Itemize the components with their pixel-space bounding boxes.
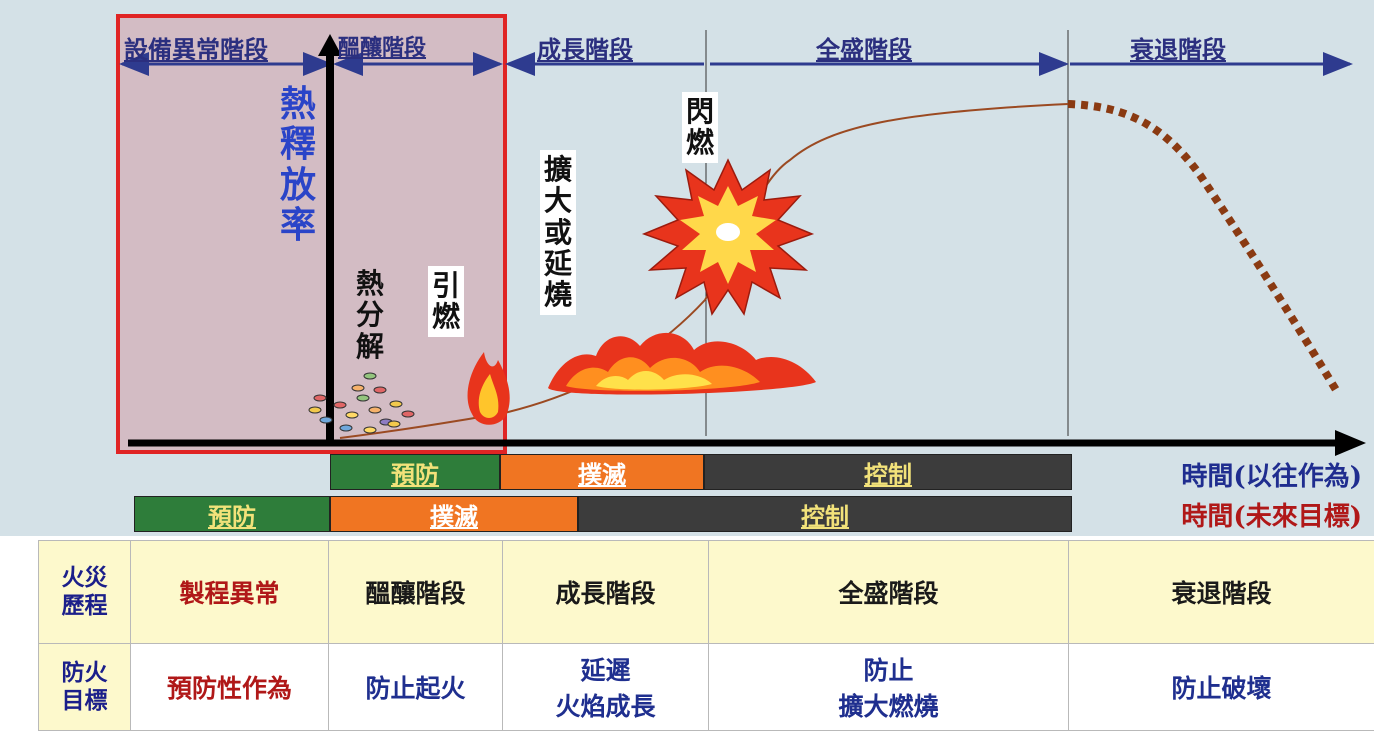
future-control-bar: 控制 <box>578 496 1072 532</box>
fire-development-diagram: 設備異常階段 醞釀階段 成長階段 全盛階段 衰退階段 熱 釋 放 率 熱 分 解… <box>0 0 1374 536</box>
time-label-future: 時間(未來目標) <box>1181 496 1362 533</box>
past-control-bar: 控制 <box>704 454 1072 490</box>
spread-label: 擴 大 或 延 燒 <box>540 150 576 315</box>
table-row-fire-process: 火災歷程 製程異常 醞釀階段 成長階段 全盛階段 衰退階段 <box>39 541 1374 644</box>
ignition-label: 引 燃 <box>428 266 464 337</box>
time-label-past: 時間(以往作為) <box>1181 456 1362 493</box>
flashover-label: 閃 燃 <box>682 92 718 163</box>
cell-fully-developed-stage: 全盛階段 <box>709 541 1069 644</box>
future-prevent-bar: 預防 <box>134 496 330 532</box>
stage-label-growth: 成長階段 <box>537 30 633 65</box>
stage-label-fully-developed: 全盛階段 <box>816 30 912 65</box>
stage-label-equipment-abnormal: 設備異常階段 <box>124 30 268 65</box>
past-extinguish-bar: 撲滅 <box>500 454 704 490</box>
cell-process-abnormal: 製程異常 <box>131 541 329 644</box>
stage-label-incipient: 醞釀階段 <box>338 30 426 62</box>
pyrolysis-label: 熱 分 解 <box>356 268 384 362</box>
table-row-fire-goal: 防火目標 預防性作為 防止起火 延遲火焰成長 防止擴大燃燒 防止破壞 <box>39 644 1374 731</box>
cell-growth-stage: 成長階段 <box>503 541 709 644</box>
past-prevent-bar: 預防 <box>330 454 500 490</box>
cell-preventive-action: 預防性作為 <box>131 644 329 731</box>
y-axis-label-heat-release-rate: 熱 釋 放 率 <box>280 84 316 245</box>
cell-prevent-spread: 防止擴大燃燒 <box>709 644 1069 731</box>
cell-decay-stage: 衰退階段 <box>1069 541 1374 644</box>
cell-prevent-ignition: 防止起火 <box>329 644 503 731</box>
row-header-fire-process: 火災歷程 <box>39 541 131 644</box>
stage-label-decay: 衰退階段 <box>1130 30 1226 65</box>
future-extinguish-bar: 撲滅 <box>330 496 578 532</box>
fire-stage-table: 火災歷程 製程異常 醞釀階段 成長階段 全盛階段 衰退階段 防火目標 預防性作為… <box>38 540 1374 731</box>
row-header-fire-goal: 防火目標 <box>39 644 131 731</box>
cell-prevent-destruction: 防止破壞 <box>1069 644 1374 731</box>
cell-incipient-stage: 醞釀階段 <box>329 541 503 644</box>
cell-delay-flame-growth: 延遲火焰成長 <box>503 644 709 731</box>
